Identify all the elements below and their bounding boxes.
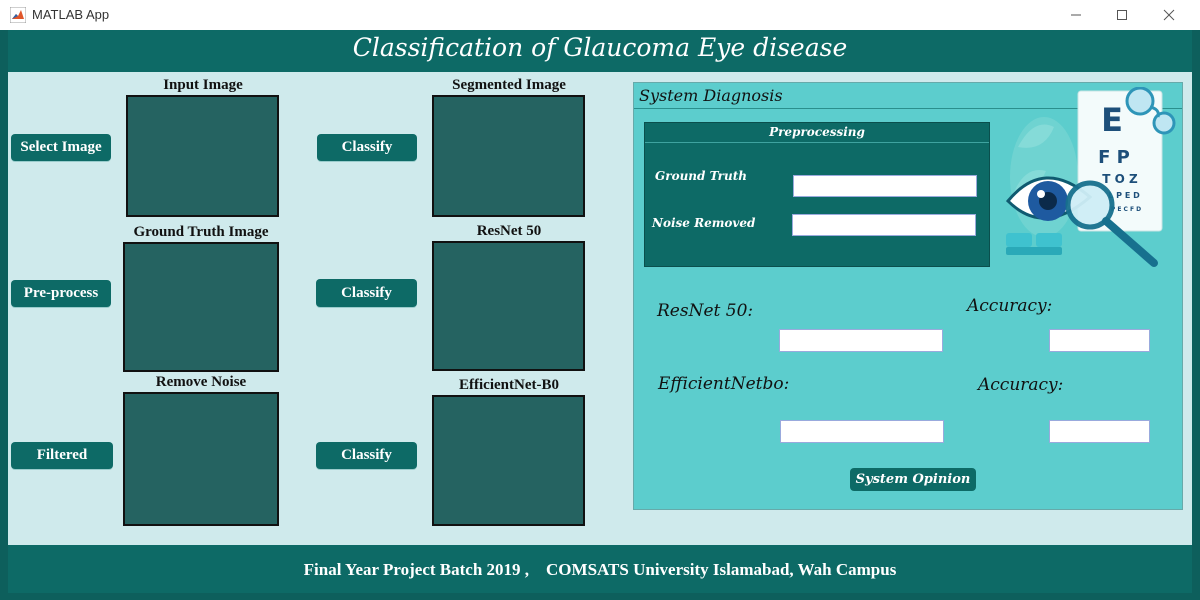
remove-noise-label: Remove Noise [155,374,247,390]
classify-button-1[interactable]: Classify [317,134,417,161]
resnet50-result-label: ResNet 50: [657,301,754,321]
eye-chart-row-2: F P [1098,147,1130,168]
classify-button-3[interactable]: Classify [316,442,417,469]
maximize-button[interactable] [1099,0,1145,30]
select-image-button[interactable]: Select Image [11,134,111,161]
resnet50-accuracy-field[interactable] [1049,329,1150,352]
efficientnet-result-field[interactable] [780,420,944,443]
efficientnet-accuracy-field[interactable] [1049,420,1150,443]
app-title: Classification of Glaucoma Eye disease [352,33,848,62]
remove-noise-image-box [123,392,279,526]
preprocessing-title: Preprocessing [769,125,865,139]
pre-process-button[interactable]: Pre-process [11,280,111,307]
preprocessing-divider [645,142,989,143]
segmented-image-label: Segmented Image [452,77,566,93]
resnet50-accuracy-label: Accuracy: [967,296,1053,316]
window-title: MATLAB App [32,7,110,22]
efficientnet-result-label: EfficientNetbo: [658,374,790,394]
ground-truth-image-label: Ground Truth Image [133,224,269,240]
input-image-box [126,95,279,217]
window-titlebar: MATLAB App [0,0,1200,30]
system-diagnosis-title: System Diagnosis [639,86,783,105]
minimize-icon [1071,14,1081,16]
panel-divider [634,108,1182,109]
segmented-image-box [432,95,585,217]
minimize-button[interactable] [1053,0,1099,30]
eye-chart-row-1: E [1101,101,1123,139]
efficientnet-accuracy-label: Accuracy: [978,375,1064,395]
eye-chart-illustration-icon: E F P T O Z L P E D P E C F D [1005,87,1176,267]
maximize-icon [1117,10,1127,20]
resnet50-image-box [432,241,585,371]
eye-chart-row-4: L P E D [1108,191,1140,200]
ground-truth-label: Ground Truth [655,169,747,183]
efficientnet-image-box [432,395,585,526]
preprocessing-panel: Preprocessing Ground Truth Noise Removed [644,122,990,267]
system-opinion-button[interactable]: System Opinion [850,468,976,491]
ground-truth-image-box [123,242,279,372]
filtered-button[interactable]: Filtered [11,442,113,469]
input-image-label: Input Image [163,77,243,93]
footer-text: Final Year Project Batch 2019 , COMSATS … [303,560,897,579]
noise-removed-label: Noise Removed [652,216,756,230]
eye-chart-row-5: P E C F D [1111,206,1141,213]
classify-button-2[interactable]: Classify [316,279,417,307]
resnet50-result-field[interactable] [779,329,943,352]
close-icon [1163,9,1175,21]
app-footer: Final Year Project Batch 2019 , COMSATS … [8,545,1192,593]
app-header: Classification of Glaucoma Eye disease [8,30,1192,72]
matlab-icon [10,7,26,23]
ground-truth-field[interactable] [793,175,977,197]
efficientnet-label: EfficientNet-B0 [459,377,559,393]
system-diagnosis-panel: System Diagnosis Preprocessing Ground Tr… [633,82,1183,510]
noise-removed-field[interactable] [792,214,976,236]
eye-chart-row-3: T O Z [1102,172,1138,186]
resnet50-label: ResNet 50 [476,223,542,239]
close-button[interactable] [1146,0,1192,30]
